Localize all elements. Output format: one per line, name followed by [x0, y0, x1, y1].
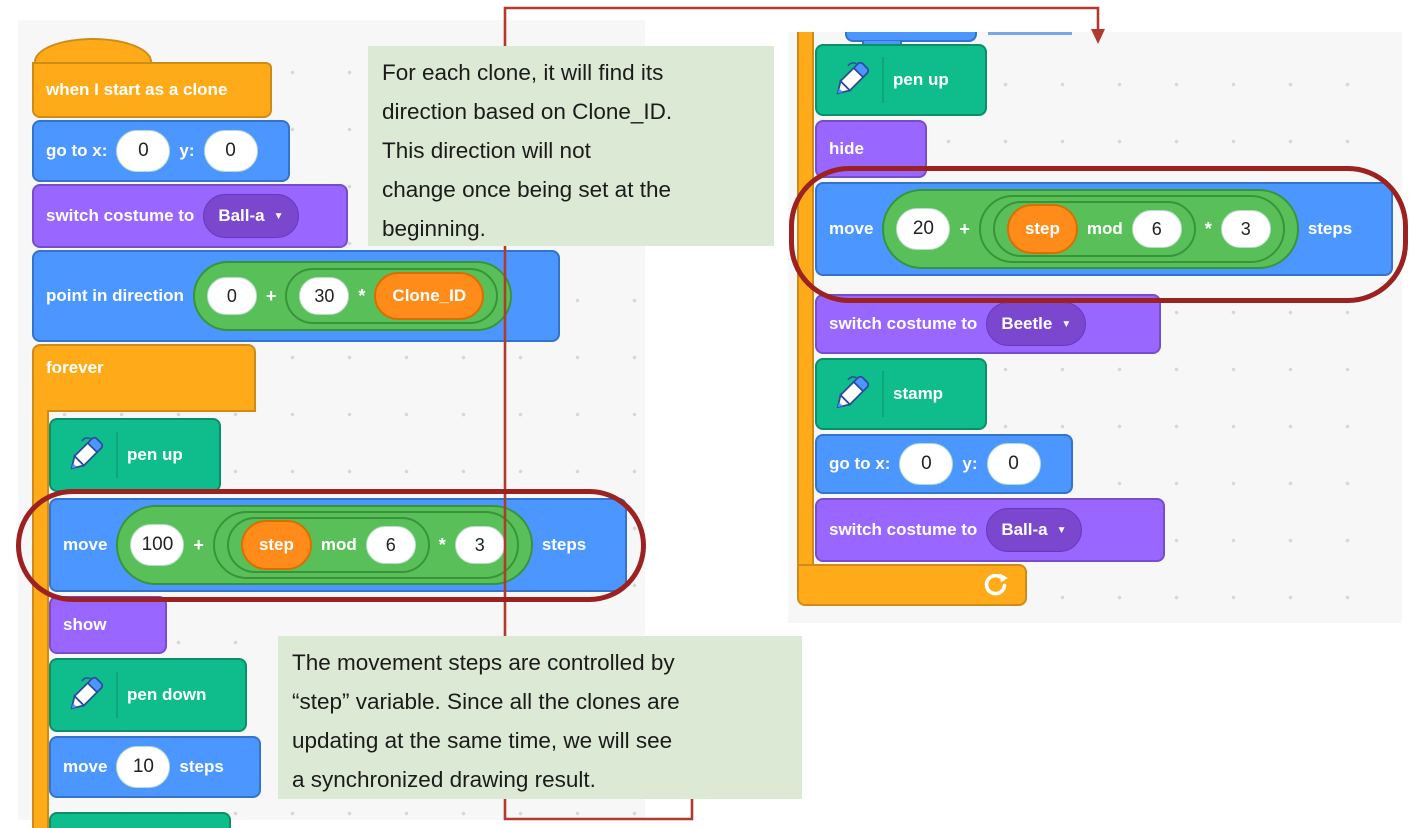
costume-dropdown[interactable]: Beetle [986, 302, 1087, 346]
block-label: switch costume to [46, 206, 195, 225]
plus-sign: + [193, 534, 204, 555]
cut-off-pen-block[interactable] [49, 812, 231, 828]
add-operator[interactable]: 0 + 30 * Clone_ID [192, 261, 513, 331]
point-in-direction-block[interactable]: point in direction 0 + 30 * Clone_ID [32, 250, 560, 342]
move-expression-block[interactable]: move 100 + step mod 6 * 3 steps [49, 498, 627, 592]
operand-input[interactable]: 3 [1220, 210, 1271, 248]
note-line: change once being set at the [382, 176, 671, 202]
block-label: move [63, 535, 108, 554]
pen-down-block[interactable]: pen down [49, 658, 247, 732]
note-line: This direction will not [382, 137, 591, 163]
mod-operator[interactable]: step mod 6 [992, 201, 1196, 257]
note-line: updating at the same time, we will see [292, 727, 673, 753]
clone-id-variable[interactable]: Clone_ID [374, 272, 485, 320]
x-input[interactable]: 0 [899, 443, 954, 485]
note-line: a synchronized drawing result. [292, 766, 596, 792]
go-to-xy-block[interactable]: go to x: 0 y: 0 [815, 434, 1073, 494]
show-block[interactable]: show [49, 596, 167, 654]
note-top: For each clone, it will find its directi… [368, 46, 774, 246]
block-label: pen down [127, 685, 207, 704]
operand-input[interactable]: 100 [130, 524, 185, 566]
note-bottom: The movement steps are controlled by “st… [278, 636, 802, 799]
block-label: move [829, 219, 874, 238]
pen-icon [70, 676, 104, 710]
when-i-start-as-clone-block[interactable]: when I start as a clone [32, 62, 272, 118]
forever-bottom-bar[interactable] [797, 564, 1027, 606]
forever-arm [797, 32, 814, 578]
switch-costume-block[interactable]: switch costume to Ball-a [815, 498, 1165, 562]
block-label: go to x: [829, 454, 891, 473]
block-label: steps [541, 535, 587, 554]
block-label: go to x: [46, 141, 108, 160]
divider [116, 672, 118, 718]
hide-block[interactable]: hide [815, 120, 927, 178]
block-label: move [63, 757, 108, 776]
multiply-operator[interactable]: 30 * Clone_ID [285, 268, 499, 324]
step-variable[interactable]: step [1006, 204, 1078, 254]
y-input[interactable]: 0 [986, 443, 1041, 485]
pen-up-block[interactable]: pen up [49, 418, 221, 492]
forever-block[interactable]: forever [32, 344, 256, 412]
times-sign: * [1204, 218, 1212, 239]
block-label: when I start as a clone [46, 80, 228, 99]
costume-dropdown[interactable]: Ball-a [986, 508, 1082, 552]
divider [116, 432, 118, 478]
switch-costume-block[interactable]: switch costume to Beetle [815, 294, 1161, 354]
x-input[interactable]: 0 [116, 130, 171, 172]
switch-costume-block[interactable]: switch costume to Ball-a [32, 184, 348, 248]
mod-label: mod [320, 535, 357, 554]
multiply-operator[interactable]: step mod 6 * 3 [978, 195, 1285, 263]
note-line: The movement steps are controlled by [292, 650, 675, 675]
times-sign: * [358, 285, 366, 306]
block-label: stamp [893, 384, 944, 403]
plus-sign: + [959, 218, 970, 239]
block-label: show [63, 615, 107, 634]
add-operator[interactable]: 20 + step mod 6 * 3 [882, 189, 1299, 269]
forever-arm [32, 410, 49, 828]
divider [882, 57, 884, 103]
y-input[interactable]: 0 [203, 130, 258, 172]
divider [882, 371, 884, 417]
note-line: For each clone, it will find its [382, 60, 664, 85]
pen-icon [836, 61, 870, 95]
pen-up-block[interactable]: pen up [815, 44, 987, 116]
operand-input[interactable]: 3 [454, 526, 505, 564]
block-label: pen up [127, 445, 183, 464]
move-steps-block[interactable]: move 10 steps [49, 736, 261, 798]
go-to-xy-block[interactable]: go to x: 0 y: 0 [32, 120, 290, 182]
multiply-operator[interactable]: step mod 6 * 3 [212, 511, 519, 579]
cut-off-block-edge [988, 32, 1072, 35]
mod-label: mod [1086, 219, 1123, 238]
block-label: y: [962, 454, 978, 473]
loop-arrow-icon [984, 572, 1008, 595]
operand-input[interactable]: 6 [365, 526, 416, 564]
plus-sign: + [265, 285, 277, 306]
note-line: beginning. [382, 215, 486, 241]
costume-dropdown[interactable]: Ball-a [203, 194, 299, 238]
pen-icon [836, 375, 870, 409]
note-line: direction based on Clone_ID. [382, 98, 673, 124]
pen-icon [70, 436, 104, 470]
stamp-block[interactable]: stamp [815, 358, 987, 430]
steps-input[interactable]: 10 [116, 746, 171, 788]
block-label: forever [46, 358, 104, 377]
operand-input[interactable]: 0 [206, 277, 257, 315]
block-label: switch costume to [829, 314, 978, 333]
block-label: steps [1307, 219, 1353, 238]
operand-input[interactable]: 30 [299, 277, 350, 315]
block-label: switch costume to [829, 520, 978, 539]
times-sign: * [438, 534, 446, 555]
operand-input[interactable]: 6 [1131, 210, 1182, 248]
block-label: hide [829, 139, 864, 158]
step-variable[interactable]: step [240, 520, 312, 570]
mod-operator[interactable]: step mod 6 [226, 517, 430, 573]
operand-input[interactable]: 20 [896, 208, 951, 250]
block-label: pen up [893, 70, 949, 89]
move-expression-block[interactable]: move 20 + step mod 6 * 3 steps [815, 182, 1393, 276]
add-operator[interactable]: 100 + step mod 6 * 3 [116, 505, 533, 585]
block-label: steps [179, 757, 224, 776]
block-label: y: [179, 141, 195, 160]
block-label: point in direction [46, 286, 184, 305]
note-line: “step” variable. Since all the clones ar… [292, 688, 680, 714]
